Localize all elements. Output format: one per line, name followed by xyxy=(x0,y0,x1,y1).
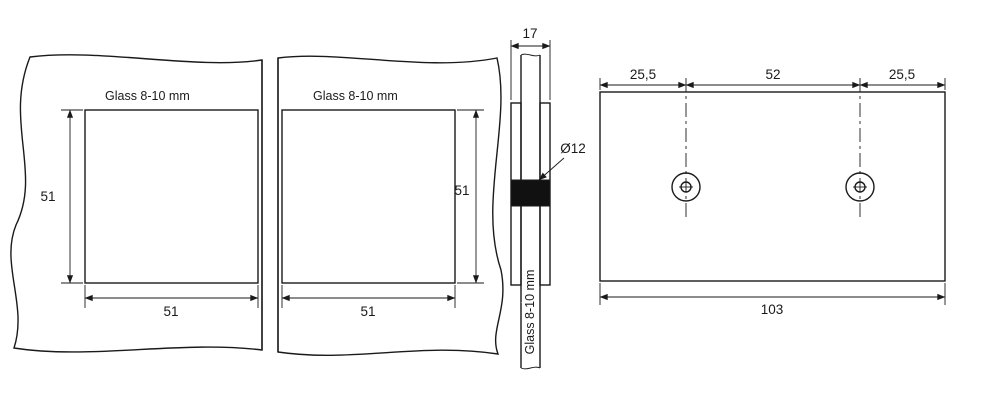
dim-label-right-margin: 25,5 xyxy=(889,67,915,82)
dim-label-width-right: 51 xyxy=(360,304,375,319)
dim-label-left-margin: 25,5 xyxy=(630,67,656,82)
front-view: Glass 8-10 mm Glass 8-10 mm 51 51 51 51 xyxy=(10,54,504,356)
clamp-plate-left xyxy=(84,109,259,284)
screw-section xyxy=(510,179,551,207)
dim-label-height-right: 51 xyxy=(454,183,469,198)
dim-label-hole-spacing: 52 xyxy=(765,67,780,82)
dim-label-hole-diameter: Ø12 xyxy=(560,141,586,156)
glass-break-top xyxy=(520,53,541,57)
plate-face-view: 25,5 52 25,5 103 xyxy=(599,67,946,317)
side-view: 17 Ø12 Glass 8-10 mm xyxy=(510,26,586,370)
plate-face-outline xyxy=(599,91,946,282)
dim-label-height-left: 51 xyxy=(40,189,55,204)
glass-label-vertical: Glass 8-10 mm xyxy=(523,270,537,355)
glass-label-right: Glass 8-10 mm xyxy=(313,89,398,103)
glass-break-bottom xyxy=(520,366,541,370)
hole-left-outer xyxy=(671,172,701,202)
dim-label-total-width: 103 xyxy=(761,302,784,317)
clamp-plate-right xyxy=(281,109,456,284)
glass-panel-left-outline xyxy=(10,54,263,353)
dim-label-thickness: 17 xyxy=(522,26,537,41)
leader-line-hole xyxy=(538,157,565,181)
hole-right-outer xyxy=(845,172,875,202)
dim-label-width-left: 51 xyxy=(163,304,178,319)
glass-label-left: Glass 8-10 mm xyxy=(105,89,190,103)
glass-panel-right-outline xyxy=(277,55,504,356)
